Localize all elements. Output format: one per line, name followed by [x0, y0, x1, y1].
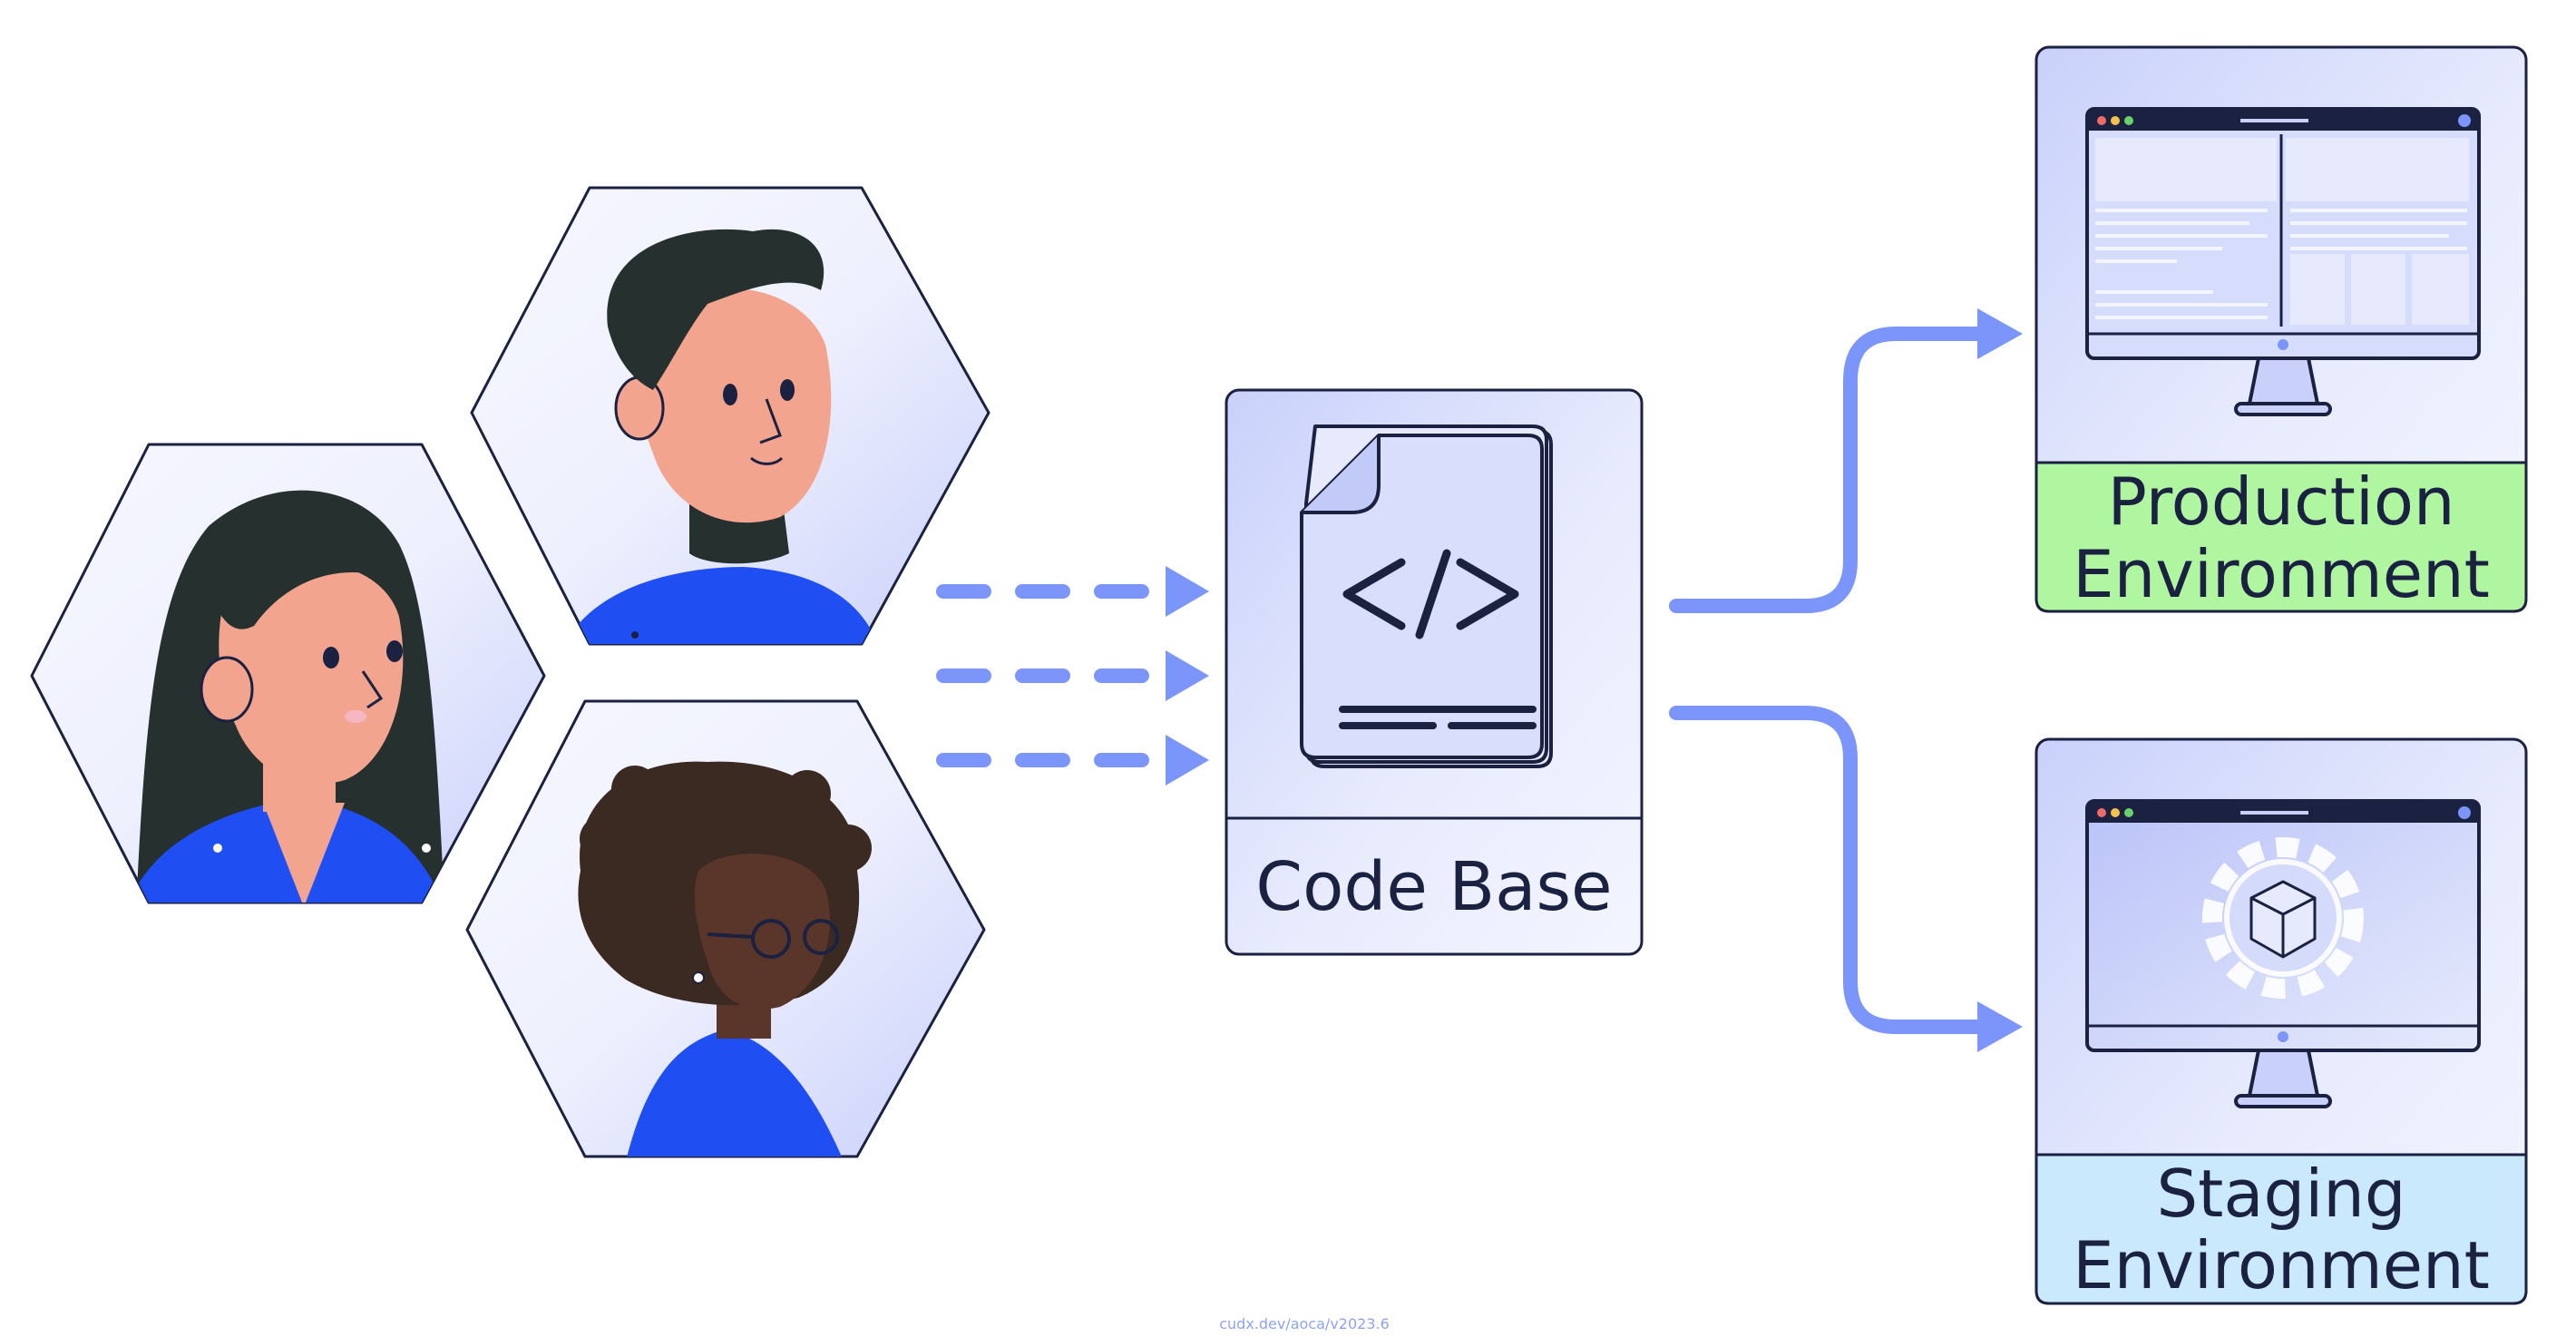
arrow-to-production [1669, 308, 2023, 613]
arrow-to-staging [1669, 706, 2023, 1052]
staging-environment-card: Staging Environment [2034, 737, 2528, 1305]
dashed-arrows-to-codebase [936, 566, 1209, 786]
credit-text: cudx.dev/aoca/v2023.6 [1219, 1315, 1390, 1332]
code-base-label: Code Base [1255, 848, 1612, 926]
staging-label-line1: Staging [2156, 1156, 2405, 1232]
developer-avatar-man [470, 186, 990, 646]
production-label-line2: Environment [2073, 536, 2490, 612]
dashed-arrow-bottom [936, 735, 1209, 786]
production-environment-card: Production Environment [2034, 45, 2528, 613]
dashed-arrow-middle [936, 650, 1209, 701]
developer-avatar-woman [30, 443, 546, 904]
production-label-line1: Production [2107, 464, 2454, 540]
monitor-dashboard-icon [2085, 107, 2481, 416]
code-file-icon [1300, 425, 1553, 768]
dashed-arrow-top [936, 566, 1209, 617]
code-base-card: Code Base [1225, 388, 1644, 956]
box-icon [2249, 880, 2317, 959]
staging-label-line2: Environment [2073, 1227, 2490, 1303]
monitor-gear-box-icon [2085, 799, 2481, 1108]
developer-avatar-woman-curly [465, 699, 986, 1158]
